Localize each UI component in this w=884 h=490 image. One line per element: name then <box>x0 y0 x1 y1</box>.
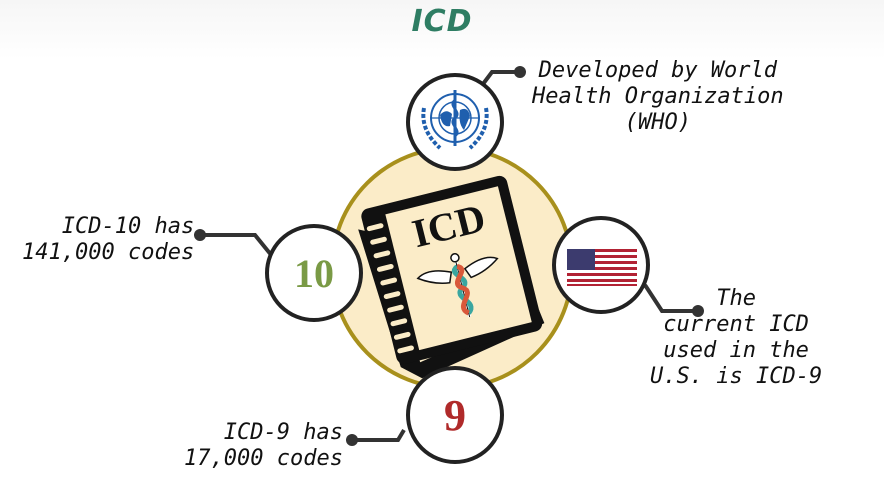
connector-dot-who <box>514 66 526 78</box>
page-title: ICD <box>411 4 473 39</box>
who-label: Developed by World Health Organization (… <box>532 58 784 135</box>
who-emblem-icon <box>421 90 489 150</box>
icd10-circle <box>265 224 363 322</box>
connector-dot-icd9 <box>346 434 358 446</box>
usa-label: The current ICD used in the U.S. is ICD-… <box>650 286 823 389</box>
caduceus-icon <box>416 253 499 318</box>
connector-dot-icd10 <box>194 229 206 241</box>
us-flag-icon <box>567 249 637 286</box>
icd10-label: ICD-10 has 141,000 codes <box>22 214 195 265</box>
icd10-number: 10 <box>294 251 334 296</box>
connector-icd10 <box>200 233 274 258</box>
connector-icd9 <box>352 428 406 442</box>
icd9-number: 9 <box>444 391 466 440</box>
book-icon <box>358 175 545 379</box>
icd9-circle <box>406 366 504 464</box>
icd9-label: ICD-9 has 17,000 codes <box>184 420 343 471</box>
connector-usa <box>643 283 698 313</box>
connector-dot-usa <box>692 305 704 317</box>
